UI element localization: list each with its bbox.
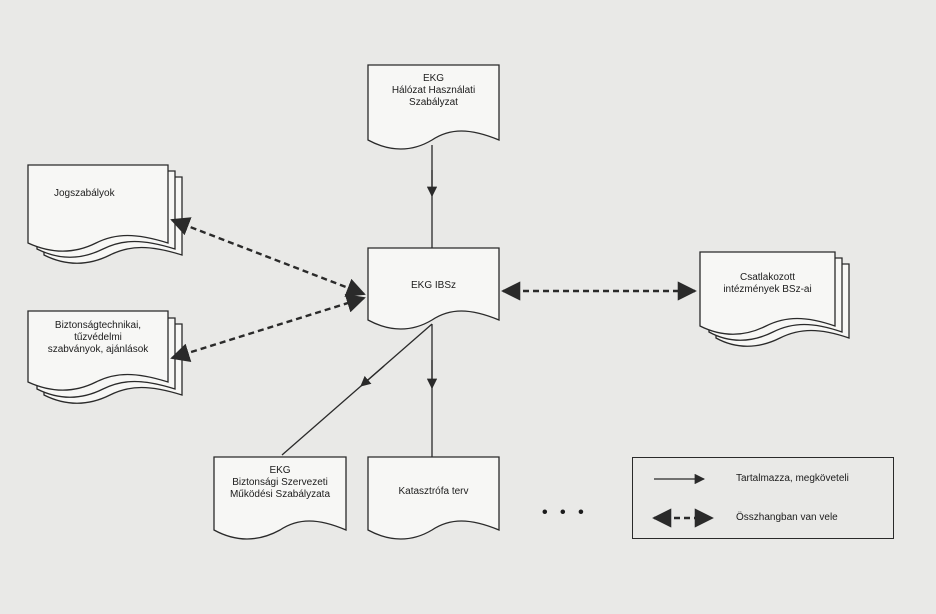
szervezeti-document-shape[interactable]	[213, 456, 347, 540]
biztonsag-ibsz-dashed-arrow	[170, 293, 366, 363]
biztonsag-tech-label: Biztonságtechnikai, tűzvédelmi szabványo…	[47, 320, 149, 355]
jogszabalyok-ibsz-dashed-arrow	[170, 217, 366, 297]
ibsz-to-szervezeti-line	[281, 323, 433, 456]
jogszabalyok-document-shape[interactable]	[27, 164, 169, 252]
csatlakozott-label: Csatlakozott intézmények BSz-ai	[723, 272, 812, 295]
legend	[632, 457, 894, 539]
biztonsag-document-shape[interactable]	[27, 310, 169, 391]
ekg-ibsz-label: EKG IBSz	[410, 280, 456, 291]
katasztrofa-label: Katasztrófa terv	[398, 486, 469, 497]
katasztrofa-document-shape[interactable]	[367, 456, 500, 540]
csatlakozott-document-shape[interactable]	[699, 251, 836, 335]
ekg-ibsz-document-shape[interactable]	[367, 247, 500, 330]
ibsz-to-szervezeti-arrow	[360, 365, 385, 387]
continuation-dots: • • •	[542, 504, 588, 521]
szervezeti-label: EKG Biztonsági Szervezeti Működési Szabá…	[229, 465, 331, 500]
legend-dashed-label: Összhangban van vele	[736, 512, 838, 523]
halozati-document-shape[interactable]	[367, 64, 500, 150]
halozati-label: EKG Hálózat Használati Szabályzat	[391, 73, 476, 108]
legend-solid-label: Tartalmazza, megköveteli	[736, 473, 849, 484]
jogszabalyok-label: Jogszabályok	[54, 188, 115, 199]
